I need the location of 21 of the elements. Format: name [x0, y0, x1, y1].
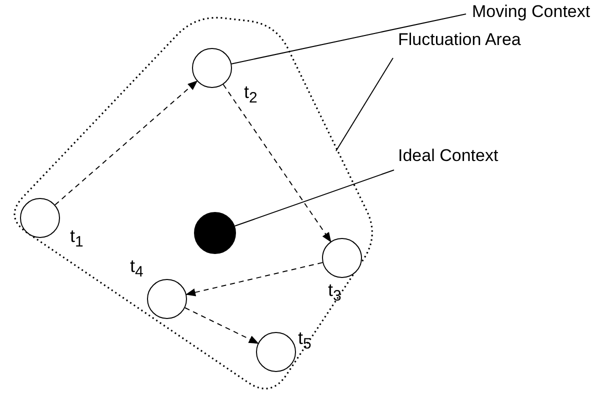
- dashed-arrow: [184, 307, 259, 344]
- filled-circle: [194, 212, 236, 254]
- circle: [20, 198, 60, 238]
- circle: [147, 279, 187, 319]
- circle: [256, 332, 296, 372]
- circle: [192, 48, 232, 88]
- time-label: t$_{2}$: [244, 82, 258, 107]
- leader-line: [336, 58, 394, 152]
- callout-label: Ideal Context: [398, 146, 498, 166]
- time-label: t$_{5}$: [298, 328, 312, 353]
- dashed-arrow: [54, 80, 198, 206]
- time-label: t$_{1}$: [70, 226, 84, 251]
- circle: [322, 238, 362, 278]
- time-label: t$_{3}$: [328, 280, 342, 305]
- dashed-arrow: [186, 262, 324, 296]
- callout-label: Fluctuation Area: [398, 30, 521, 50]
- leader-line: [234, 170, 394, 227]
- callout-label: Moving Context: [472, 2, 590, 22]
- leader-line: [231, 14, 466, 64]
- time-label: t$_{4}$: [130, 256, 144, 281]
- dashed-arrow: [222, 84, 332, 242]
